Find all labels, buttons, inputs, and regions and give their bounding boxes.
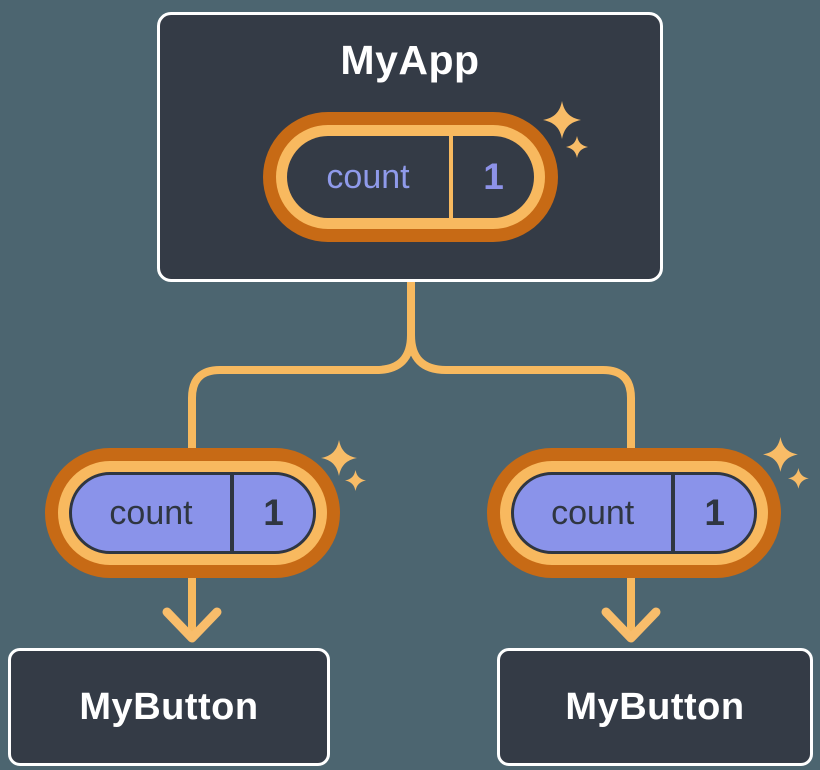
connector-branch-left xyxy=(188,334,415,636)
node-title: MyButton xyxy=(79,685,259,728)
prop-label: count xyxy=(72,475,234,551)
sparkles-icon xyxy=(763,437,809,489)
sparkles-icon xyxy=(321,440,366,491)
state-pill: count 1 xyxy=(263,112,558,242)
node-title: MyButton xyxy=(565,685,745,728)
node-title: MyApp xyxy=(340,37,480,83)
component-node-mybutton: MyButton xyxy=(497,648,813,766)
prop-value: 1 xyxy=(263,492,284,533)
state-value: 1 xyxy=(483,156,504,197)
connector-branch-right xyxy=(407,334,635,636)
arrow-down-icon xyxy=(601,607,661,643)
component-node-mybutton: MyButton xyxy=(8,648,330,766)
prop-value: 1 xyxy=(704,492,725,533)
prop-pill-inner-ring: count 1 xyxy=(58,461,327,565)
sparkles-icon xyxy=(543,101,588,158)
state-pill-core: count 1 xyxy=(287,136,534,218)
state-pill-inner-ring: count 1 xyxy=(276,125,545,229)
state-label: count xyxy=(287,136,453,218)
prop-pill-core: count 1 xyxy=(511,472,757,554)
prop-pill-inner-ring: count 1 xyxy=(500,461,768,565)
prop-pill: count 1 xyxy=(487,448,781,578)
prop-pill: count 1 xyxy=(45,448,340,578)
prop-label: count xyxy=(514,475,676,551)
prop-pill-core: count 1 xyxy=(69,472,316,554)
arrow-down-icon xyxy=(162,607,222,643)
